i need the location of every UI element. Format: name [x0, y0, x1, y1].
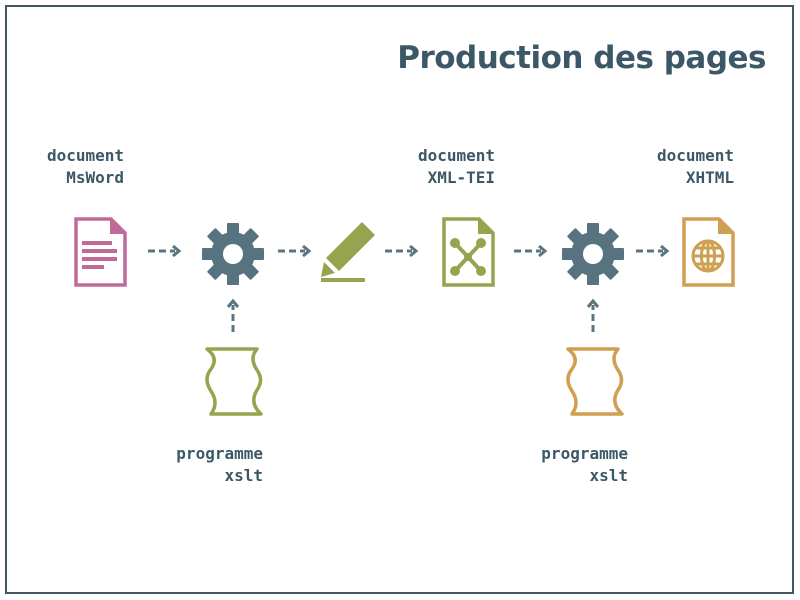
- arrow-right-icon: [513, 244, 549, 258]
- arrow-up-icon: [226, 297, 240, 333]
- page-title: Production des pages: [397, 40, 766, 76]
- label-tei-document: document XML-TEI: [417, 146, 495, 187]
- scroll-icon: [201, 346, 267, 418]
- label-xslt-program-1: programme xslt: [176, 444, 263, 485]
- arrow-right-icon: [635, 244, 671, 258]
- html-globe-document-icon: [681, 216, 737, 288]
- pencil-edit-icon: [319, 218, 379, 284]
- label-xslt-program-2: programme xslt: [541, 444, 628, 485]
- arrow-right-icon: [384, 244, 420, 258]
- diagram-frame: [5, 5, 794, 594]
- word-document-icon: [73, 216, 129, 288]
- arrow-right-icon: [277, 244, 313, 258]
- gear-icon: [561, 222, 625, 286]
- gear-icon: [201, 222, 265, 286]
- xml-document-icon: [441, 216, 497, 288]
- label-source-document: document MsWord: [46, 146, 124, 187]
- arrow-right-icon: [147, 244, 183, 258]
- arrow-up-icon: [586, 297, 600, 333]
- label-xhtml-document: document XHTML: [656, 146, 734, 187]
- scroll-icon: [562, 346, 628, 418]
